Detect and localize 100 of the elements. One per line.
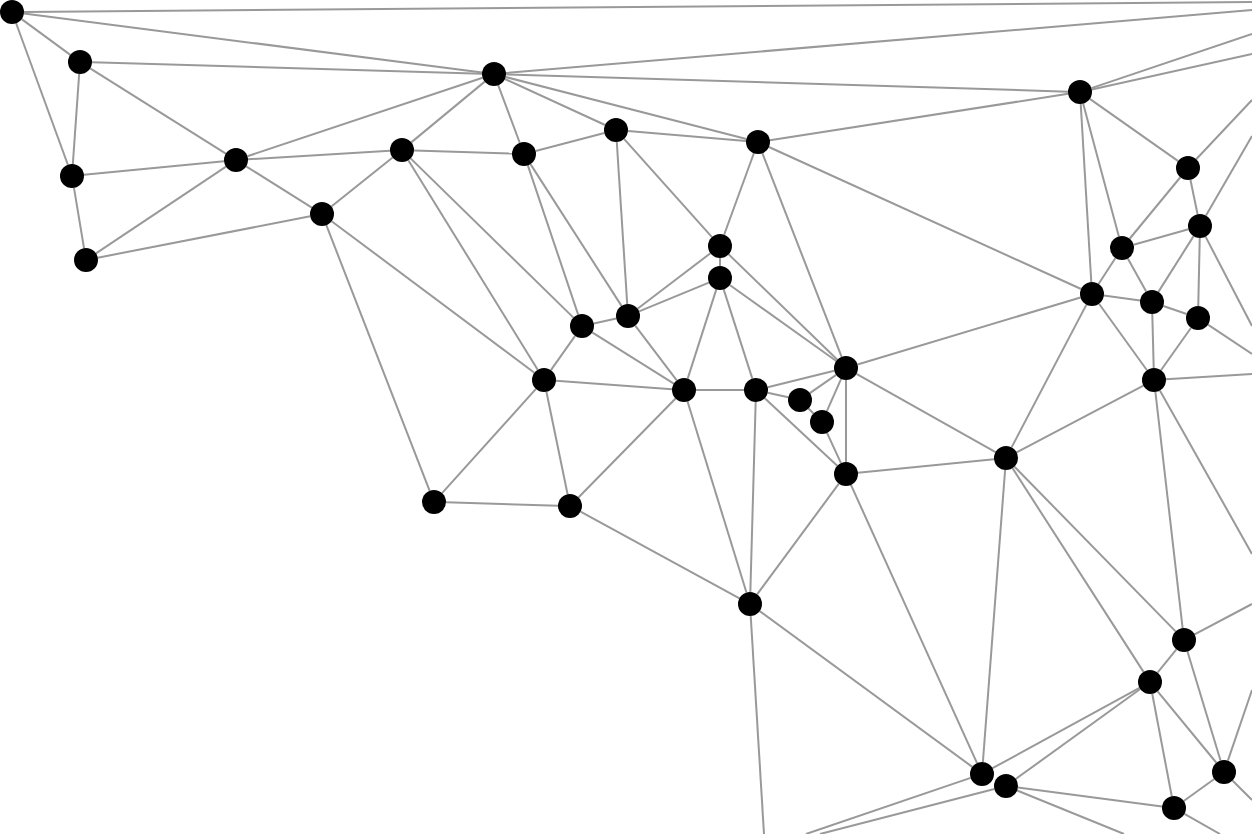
node-dot: [788, 388, 812, 412]
connector-line: [768, 92, 1070, 142]
connector-line: [634, 324, 678, 382]
node-dot: [60, 164, 84, 188]
node-dot: [604, 118, 628, 142]
node-dot: [834, 462, 858, 486]
connector-line: [1011, 467, 1145, 673]
node-dot: [1186, 306, 1210, 330]
node-dot: [1188, 214, 1212, 238]
connector-line: [1189, 178, 1199, 216]
node-dot: [0, 0, 24, 24]
connector-line: [89, 67, 227, 155]
connector-line: [325, 224, 431, 492]
connector-line: [82, 160, 226, 176]
node-dot: [672, 378, 696, 402]
connector-line: [1154, 390, 1184, 630]
connector-line: [1098, 302, 1148, 372]
connector-line: [1158, 389, 1252, 555]
connector-line: [719, 257, 721, 267]
connector-line: [1193, 603, 1252, 636]
node-dot: [1212, 760, 1236, 784]
connector-line: [247, 149, 391, 161]
connector-line: [758, 610, 974, 768]
connector-line: [1016, 786, 1164, 808]
connector-line: [981, 468, 1007, 764]
connector-line: [15, 22, 69, 166]
connector-line: [534, 132, 606, 152]
connector-line: [1226, 689, 1252, 762]
node-dot: [390, 138, 414, 162]
connector-line: [638, 281, 710, 313]
connector-line: [529, 163, 623, 307]
connector-line: [1097, 257, 1117, 285]
connector-line: [626, 130, 748, 142]
node-dot: [708, 234, 732, 258]
connector-line: [856, 296, 1082, 366]
connector-line: [1088, 97, 1180, 163]
connector-line: [723, 152, 755, 236]
connector-line: [407, 159, 539, 371]
connector-line: [503, 78, 607, 126]
connector-line: [91, 61, 483, 75]
connector-line: [1182, 778, 1216, 802]
connector-line: [413, 149, 513, 155]
connector-line: [1157, 235, 1195, 293]
connector-line: [577, 397, 677, 499]
node-dot: [1068, 80, 1092, 104]
connector-line: [826, 431, 842, 465]
connector-line: [1197, 237, 1201, 307]
connector-line: [1183, 812, 1221, 834]
connector-line: [763, 397, 839, 467]
connector-line: [749, 615, 765, 834]
node-dot: [746, 130, 770, 154]
connector-line: [1165, 373, 1252, 381]
node-dot: [1172, 628, 1196, 652]
connector-line: [1162, 304, 1188, 316]
connector-line: [825, 377, 843, 413]
node-dot: [994, 446, 1018, 470]
connector-line: [20, 18, 72, 56]
connector-line: [855, 372, 997, 454]
node-dot: [68, 50, 92, 74]
connector-line: [856, 458, 996, 474]
connector-line: [615, 141, 629, 305]
connector-line: [727, 253, 839, 361]
connector-line: [505, 73, 1069, 93]
connector-line: [749, 401, 757, 593]
connector-line: [579, 510, 741, 600]
connector-line: [636, 252, 712, 310]
node-dot: [422, 490, 446, 514]
connector-line: [1151, 313, 1155, 369]
connector-line: [1156, 648, 1178, 674]
node-dot: [1080, 282, 1104, 306]
connector-line: [22, 12, 484, 74]
node-dot: [1142, 368, 1166, 392]
connector-line: [1151, 692, 1173, 798]
node-dot: [970, 762, 994, 786]
connector-line: [686, 288, 718, 380]
connector-line: [761, 152, 843, 358]
connector-line: [445, 501, 559, 507]
node-dot: [224, 148, 248, 172]
connector-line: [808, 373, 838, 395]
connector-line: [526, 164, 580, 316]
connector-line: [245, 165, 313, 209]
connector-line: [1090, 33, 1252, 90]
connector-line: [686, 400, 748, 594]
connector-line: [96, 215, 312, 259]
connector-line: [504, 9, 1252, 74]
connector-line: [845, 379, 847, 463]
connector-line: [592, 317, 618, 325]
connector-line: [73, 186, 85, 250]
connector-line: [1128, 176, 1182, 240]
node-dot: [994, 774, 1018, 798]
connector-line: [1102, 294, 1142, 302]
node-dot: [1176, 156, 1200, 180]
connector-line: [1014, 688, 1142, 780]
node-dot: [570, 314, 594, 338]
connector-line: [1015, 384, 1145, 454]
connector-line: [1090, 53, 1252, 91]
node-dot: [834, 356, 858, 380]
connector-line: [1195, 99, 1252, 161]
connector-line: [545, 390, 569, 496]
connector-line: [504, 76, 748, 140]
